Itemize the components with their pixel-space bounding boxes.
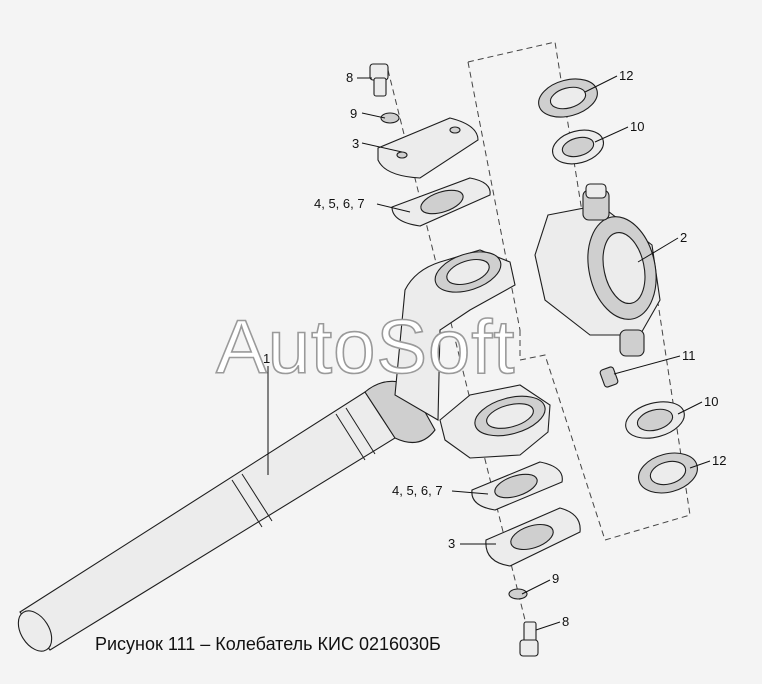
seal-10-top: [551, 129, 605, 165]
callout-8-top: 8: [346, 70, 353, 85]
callout-10-bottom: 10: [704, 394, 718, 409]
bolt-8-bottom: [519, 621, 539, 657]
callout-leaders: [267, 75, 711, 631]
callout-9-bottom: 9: [552, 571, 559, 586]
washer-9-bottom: [508, 588, 528, 600]
grease-fitting-11: [599, 366, 619, 388]
shim-pack-top: [391, 177, 491, 227]
watermark: AutoSoft: [216, 305, 516, 390]
shim-pack-bottom: [471, 461, 563, 511]
plate-3-top: [377, 117, 479, 179]
callout-8-bottom: 8: [562, 614, 569, 629]
callout-11: 11: [682, 348, 696, 363]
callout-3-top: 3: [352, 136, 359, 151]
callout-12-top: 12: [619, 68, 633, 83]
seal-10-bottom: [625, 401, 685, 439]
callout-3-bottom: 3: [448, 536, 455, 551]
callout-labels: 8 9 3 4, 5, 6, 7 12 10 2 1 11 10 12 4, 5…: [263, 68, 726, 629]
bearing-12-bottom: [638, 452, 698, 494]
shaft-part-1: [17, 380, 436, 652]
callout-9-top: 9: [350, 106, 357, 121]
swing-arm-body: [394, 249, 551, 459]
callout-4-5-6-7-bottom: 4, 5, 6, 7: [392, 483, 443, 498]
callout-1: 1: [263, 351, 270, 366]
housing-part-2: [534, 183, 661, 357]
callout-10-top: 10: [630, 119, 644, 134]
washer-9-top: [380, 112, 400, 124]
plate-3-bottom: [485, 507, 581, 567]
callout-2: 2: [680, 230, 687, 245]
callout-4-5-6-7-top: 4, 5, 6, 7: [314, 196, 365, 211]
bolt-8-top: [369, 63, 389, 97]
figure-caption: Рисунок 111 – Колебатель КИС 0216030Б: [95, 634, 441, 654]
bearing-12-top: [538, 78, 598, 118]
callout-12-bottom: 12: [712, 453, 726, 468]
